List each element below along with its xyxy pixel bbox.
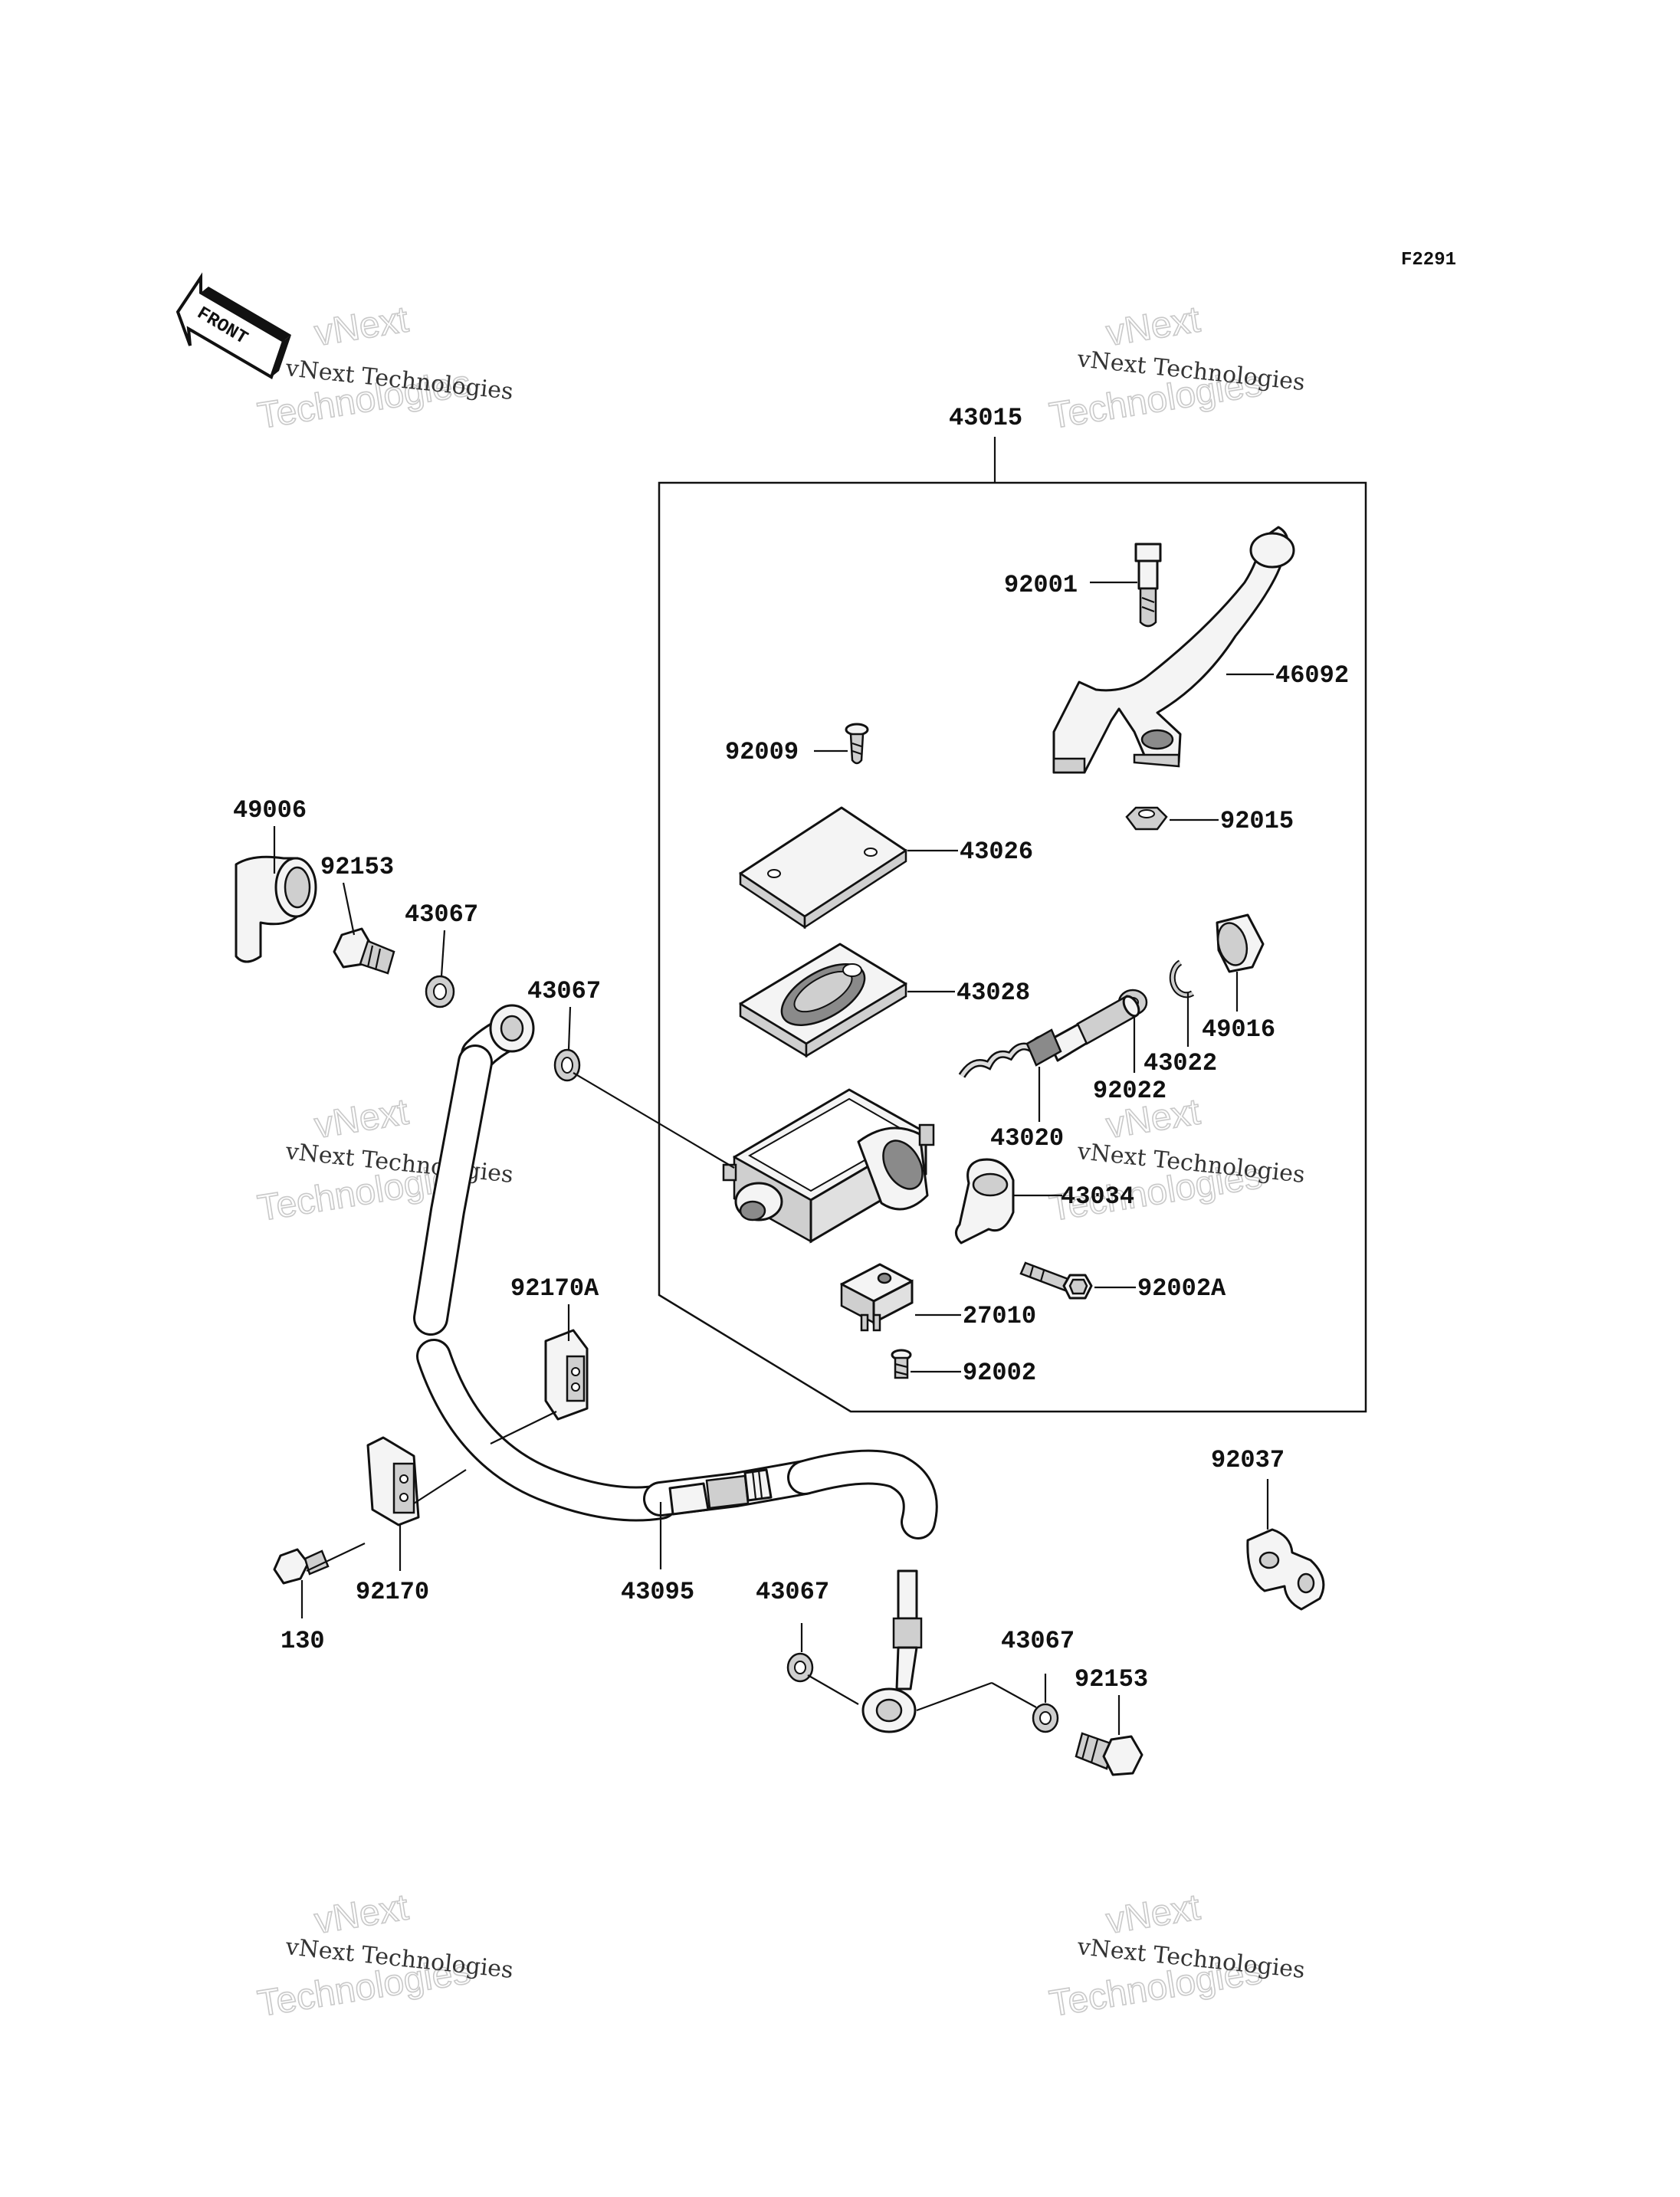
- svg-text:vNext: vNext: [312, 1092, 411, 1147]
- watermark: vNext Technologies vNext Technologies: [254, 299, 514, 438]
- washer-icon[interactable]: [786, 1652, 814, 1683]
- part-label[interactable]: 49006: [233, 796, 307, 825]
- screw-icon[interactable]: [891, 1349, 912, 1379]
- part-label[interactable]: 43028: [956, 979, 1030, 1007]
- watermark: vNext Technologies vNext Technologies: [254, 1887, 514, 2025]
- piston-kit-icon[interactable]: [958, 994, 1142, 1078]
- part-label[interactable]: 43067: [756, 1578, 829, 1606]
- diaphragm-icon[interactable]: [739, 943, 907, 1058]
- part-label[interactable]: 92037: [1211, 1446, 1285, 1474]
- part-label[interactable]: 27010: [963, 1302, 1036, 1330]
- part-label[interactable]: 92153: [320, 853, 394, 881]
- washer-icon[interactable]: [1032, 1703, 1059, 1733]
- part-label[interactable]: 43067: [527, 977, 601, 1005]
- part-label[interactable]: 43026: [960, 838, 1033, 866]
- part-label[interactable]: 49016: [1202, 1015, 1275, 1044]
- leader-lines: [273, 581, 1274, 1735]
- watermark: vNext Technologies vNext Technologies: [1046, 299, 1306, 438]
- svg-text:vNext: vNext: [312, 1887, 411, 1943]
- master-cylinder-assembly-box: [658, 437, 1367, 1413]
- banjo-bolt-icon[interactable]: [333, 927, 395, 975]
- bolt-icon[interactable]: [1019, 1261, 1093, 1300]
- bolt-icon[interactable]: [273, 1548, 330, 1585]
- nut-icon[interactable]: [1125, 806, 1168, 831]
- part-label[interactable]: 43067: [1001, 1627, 1075, 1655]
- hose-clamp-icon[interactable]: [366, 1436, 420, 1526]
- bracket-icon[interactable]: [1246, 1528, 1325, 1611]
- front-arrow-icon: FRONT: [176, 272, 291, 379]
- hose-clamp-icon[interactable]: [544, 1329, 589, 1421]
- banjo-bolt-icon[interactable]: [1075, 1732, 1144, 1776]
- part-label[interactable]: 46092: [1275, 661, 1349, 690]
- part-label[interactable]: 43095: [621, 1578, 694, 1606]
- part-label[interactable]: 92170A: [510, 1274, 599, 1303]
- part-label[interactable]: 43022: [1144, 1049, 1217, 1077]
- part-label[interactable]: 92022: [1093, 1077, 1166, 1105]
- svg-text:vNext: vNext: [312, 300, 411, 355]
- part-label[interactable]: 92170: [356, 1578, 429, 1606]
- part-label[interactable]: 43067: [405, 900, 478, 929]
- part-label[interactable]: 92001: [1004, 571, 1078, 599]
- part-label[interactable]: 92015: [1220, 807, 1294, 835]
- part-label[interactable]: 43015: [949, 404, 1022, 432]
- svg-text:vNext: vNext: [1104, 1887, 1203, 1943]
- figure-code: F2291: [1401, 250, 1456, 271]
- watermark: vNext Technologies vNext Technologies: [1046, 1091, 1306, 1230]
- part-label[interactable]: 92002: [963, 1359, 1036, 1387]
- brake-switch-icon[interactable]: [840, 1263, 914, 1332]
- watermark: vNext Technologies vNext Technologies: [1046, 1887, 1306, 2025]
- washer-icon[interactable]: [425, 975, 455, 1008]
- clamp-icon[interactable]: [955, 1158, 1015, 1244]
- dust-boot-icon[interactable]: [1213, 913, 1265, 973]
- screw-icon[interactable]: [845, 723, 869, 765]
- part-label[interactable]: 92153: [1075, 1665, 1148, 1694]
- part-label[interactable]: 130: [281, 1627, 325, 1655]
- brake-lever-icon[interactable]: [1052, 526, 1295, 774]
- part-label[interactable]: 43034: [1061, 1182, 1134, 1211]
- svg-text:vNext: vNext: [1104, 300, 1203, 355]
- part-label[interactable]: 43020: [990, 1124, 1064, 1153]
- part-labels: 43015 92001 46092 92009 92015 43026 4302…: [233, 404, 1349, 1694]
- reservoir-cap-icon[interactable]: [739, 806, 907, 930]
- brake-hose-icon[interactable]: [413, 1004, 938, 1733]
- part-label[interactable]: 92002A: [1137, 1274, 1226, 1303]
- elbow-cap-icon[interactable]: [235, 855, 317, 963]
- bolt-icon[interactable]: [1134, 543, 1162, 628]
- circlip-icon[interactable]: [1169, 959, 1195, 998]
- master-cylinder-icon[interactable]: [722, 1088, 935, 1244]
- washer-icon[interactable]: [553, 1048, 581, 1082]
- part-label[interactable]: 92009: [725, 738, 799, 766]
